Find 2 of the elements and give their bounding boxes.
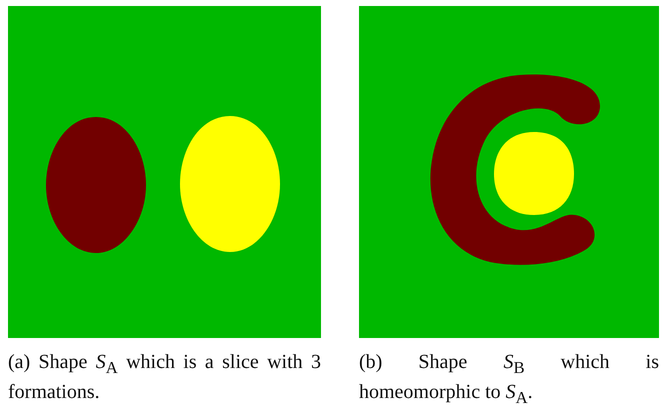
figure-caption: (b) Shape S$_{B}$ which is homeomorphic to S$_{A}$. bbox=[359, 350, 659, 409]
figure-caption: (a) Shape S$_{A}$ which is a slice with 3 formations. bbox=[8, 350, 321, 404]
